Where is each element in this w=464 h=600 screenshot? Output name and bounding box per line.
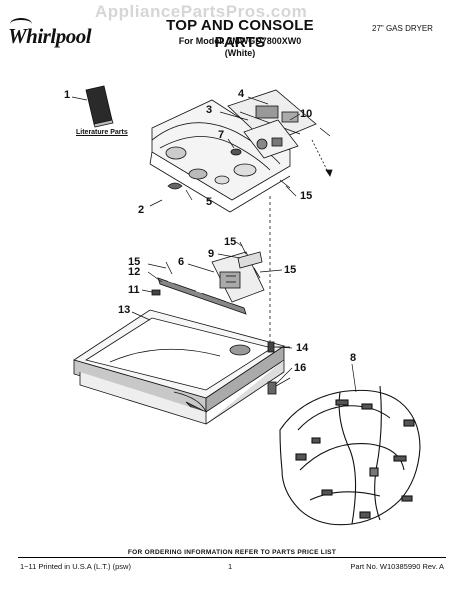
model-color: (White) (224, 48, 256, 58)
footer-divider (18, 557, 446, 558)
logo-swoosh-icon (10, 18, 32, 30)
leader-lines (131, 96, 357, 393)
callout-8: 8 (350, 352, 357, 364)
screw-part (165, 261, 173, 275)
control-board-part (227, 89, 333, 177)
screw-part (239, 241, 247, 255)
console-bracket-part (211, 251, 265, 303)
callout-15: 15 (128, 256, 141, 268)
callout-2: 2 (138, 204, 145, 216)
product-type: 27" GAS DRYER (372, 24, 433, 33)
watermark-text: AppliancePartsPros.com (95, 2, 308, 21)
wiring-harness-part (279, 385, 421, 526)
callout-11: 11 (128, 284, 140, 296)
callout-3: 3 (206, 104, 213, 116)
callout-13: 13 (118, 304, 131, 316)
console-housing-part (149, 99, 291, 213)
callout-10: 10 (300, 108, 313, 120)
model-number: For Model: 7MWGD7800XW0 (178, 36, 302, 46)
print-info: 1−11 Printed in U.S.A (L.T.) (psw) (20, 562, 131, 571)
callout-4: 4 (238, 88, 245, 100)
ordering-info: FOR ORDERING INFORMATION REFER TO PARTS … (127, 549, 337, 556)
callout-15: 15 (300, 190, 313, 202)
callout-15: 15 (224, 236, 237, 248)
page-title: TOP AND CONSOLE PARTS (166, 17, 314, 51)
screw-part (253, 267, 261, 279)
callout-1: 1 (64, 89, 71, 101)
callout-12: 12 (128, 266, 141, 278)
screw-part (319, 127, 331, 137)
callout-7: 7 (218, 129, 225, 141)
callout-14: 14 (296, 342, 309, 354)
clip-part (267, 377, 291, 395)
callout-5: 5 (206, 196, 213, 208)
callout-15: 15 (284, 264, 297, 276)
trim-strip-part (151, 277, 247, 315)
literature-parts-label: Literature Parts (76, 129, 128, 136)
callout-16: 16 (294, 362, 307, 374)
page-number: 1 (228, 562, 233, 571)
callout-6: 6 (178, 256, 185, 268)
callout-9: 9 (208, 248, 215, 260)
part-number: Part No. W10385990 Rev. A (350, 562, 444, 571)
literature-booklet-part (85, 85, 114, 128)
top-panel-part (73, 309, 285, 425)
screw-part (279, 179, 291, 189)
whirlpool-logo: Whirlpool (8, 18, 108, 50)
leader-line (71, 96, 88, 101)
knob-part (230, 148, 242, 156)
logo-wordmark: Whirlpool (8, 24, 92, 48)
